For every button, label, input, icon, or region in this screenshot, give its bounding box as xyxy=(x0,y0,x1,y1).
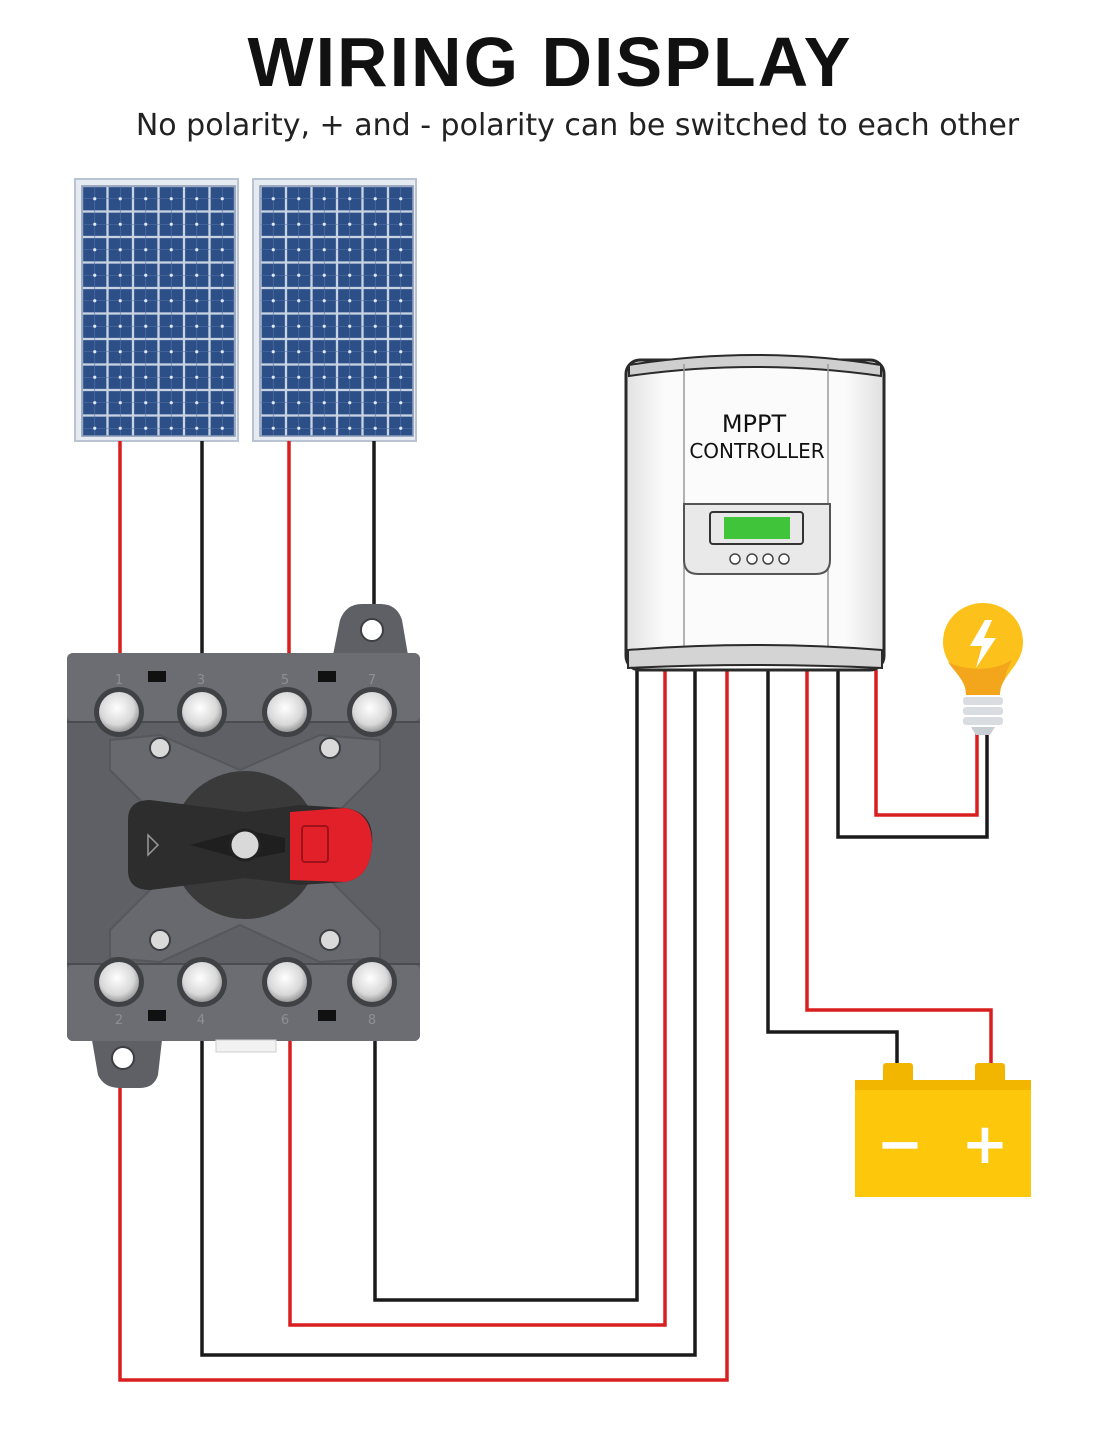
solar-panel-icon xyxy=(81,185,236,437)
solar-panel-icon xyxy=(259,185,414,437)
controller-label-controller: CONTROLLER xyxy=(689,439,824,463)
terminal-screws-bottom xyxy=(94,957,397,1007)
mppt-controller: MPPT CONTROLLER xyxy=(624,354,886,672)
wire-out8-negative xyxy=(373,670,639,1302)
page-title: WIRING DISPLAY xyxy=(247,23,853,101)
controller-buttons xyxy=(729,553,790,565)
battery-switch-icon xyxy=(128,771,373,919)
terminal-number-2: 2 xyxy=(115,1013,123,1028)
solar-panel-right xyxy=(252,178,417,442)
battery-icon: − + xyxy=(855,1063,1031,1197)
terminal-number-7: 7 xyxy=(368,673,376,688)
solar-panel-left xyxy=(74,178,239,442)
wire-out2-positive xyxy=(118,670,729,1382)
wire-battery-negative xyxy=(766,670,899,1065)
terminal-number-8: 8 xyxy=(368,1013,376,1028)
controller-label-mppt: MPPT xyxy=(722,410,787,438)
wire-load-negative xyxy=(836,670,989,839)
wire-battery-positive xyxy=(805,670,993,1065)
terminal-number-5: 5 xyxy=(281,673,289,688)
wire-load-positive xyxy=(874,670,979,817)
battery-negative-symbol: − xyxy=(877,1112,924,1177)
wires xyxy=(118,441,993,1382)
page-subtitle: No polarity, + and - polarity can be swi… xyxy=(135,108,1020,143)
controller-lcd-screen xyxy=(724,517,790,539)
wire-out4-negative xyxy=(200,670,697,1357)
terminal-screws-top xyxy=(94,687,397,737)
battery-switch: 1 3 5 7 2 4 6 8 xyxy=(67,604,420,1088)
terminal-number-3: 3 xyxy=(197,673,205,688)
terminal-number-1: 1 xyxy=(115,673,123,688)
battery-positive-symbol: + xyxy=(962,1112,1009,1177)
wire-out6-positive xyxy=(288,670,667,1327)
terminal-number-4: 4 xyxy=(197,1013,205,1028)
terminal-number-6: 6 xyxy=(281,1013,289,1028)
light-bulb-icon xyxy=(943,603,1023,735)
